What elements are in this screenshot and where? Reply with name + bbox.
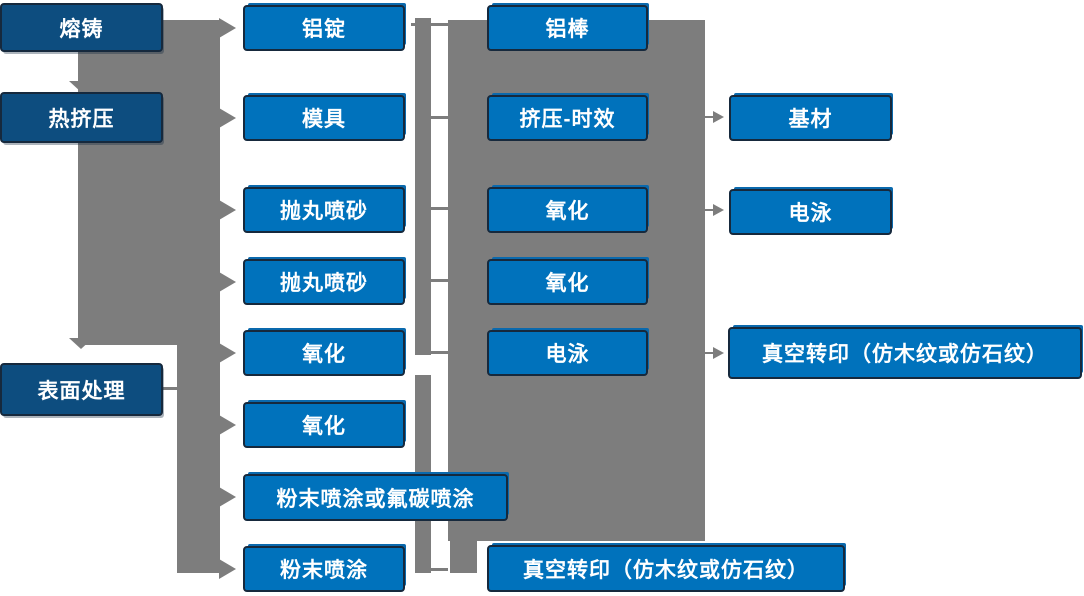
arrow-right-icon [713, 347, 724, 359]
arrow-right-icon [219, 108, 236, 128]
connector-band-left-main [78, 20, 220, 345]
arrow-right-icon [219, 200, 236, 220]
node-label: 抛丸喷砂 [280, 200, 368, 223]
arrow-right-icon [219, 272, 236, 292]
node-label: 电泳 [788, 202, 833, 225]
node-label: 基材 [788, 108, 833, 131]
arrow-down-icon [69, 338, 93, 349]
node-label: 氧化 [545, 200, 590, 223]
arrow-right-icon [219, 343, 236, 363]
node-oxidation-4: 氧化 [487, 259, 648, 305]
connector-band-left-lower [177, 345, 220, 573]
connector-band-center-extension [450, 541, 477, 573]
node-surface-treatment: 表面处理 [0, 363, 163, 416]
arrow-right-icon [713, 204, 724, 216]
node-melting-casting: 熔铸 [0, 3, 163, 52]
link-line-bottom-row [430, 568, 448, 571]
connector-bar-mid-upper [415, 18, 431, 355]
arrow-right-icon [219, 415, 236, 435]
link-line-row1 [411, 23, 448, 26]
link-line-surface-treatment [163, 387, 177, 390]
arrow-down-icon [69, 81, 93, 92]
node-extrusion-aging: 挤压-时效 [487, 95, 648, 141]
node-vacuum-transfer-printing-2: 真空转印（仿木纹或仿石纹） [728, 327, 1082, 379]
node-mold: 模具 [243, 95, 405, 141]
link-line-row4 [430, 279, 448, 282]
node-oxidation-1: 氧化 [243, 330, 405, 376]
node-label: 粉末喷涂或氟碳喷涂 [276, 487, 475, 511]
node-label: 表面处理 [37, 379, 126, 403]
node-label: 铝棒 [545, 18, 590, 41]
node-oxidation-2: 氧化 [243, 402, 405, 448]
node-label: 挤压-时效 [519, 108, 616, 131]
node-powder-coating: 粉末喷涂 [243, 546, 405, 592]
arrow-right-icon [219, 559, 236, 579]
node-label: 电泳 [545, 343, 590, 366]
arrow-right-icon [219, 18, 236, 38]
node-label: 热挤压 [48, 107, 115, 131]
node-label: 熔铸 [59, 17, 104, 41]
node-electrophoresis-2: 电泳 [729, 189, 892, 235]
node-label: 真空转印（仿木纹或仿石纹） [523, 558, 809, 582]
node-label: 氧化 [545, 272, 590, 295]
node-label: 粉末喷涂 [280, 559, 368, 582]
arrow-tail-line [704, 209, 714, 211]
node-base-material: 基材 [729, 95, 892, 141]
arrow-right-icon [219, 487, 236, 507]
node-electrophoresis-1: 电泳 [487, 330, 648, 376]
node-label: 氧化 [302, 415, 346, 438]
node-aluminum-rod: 铝棒 [487, 5, 648, 51]
node-label: 真空转印（仿木纹或仿石纹） [762, 343, 1048, 366]
node-shot-blasting-2: 抛丸喷砂 [243, 259, 405, 305]
node-aluminum-ingot: 铝锭 [243, 5, 405, 51]
node-label: 模具 [302, 108, 346, 131]
node-label: 氧化 [302, 343, 346, 366]
link-line-row5 [430, 351, 448, 354]
node-oxidation-3: 氧化 [487, 187, 648, 233]
arrow-tail-line [704, 352, 714, 354]
link-line-row3 [430, 207, 448, 210]
node-hot-extrusion: 热挤压 [0, 92, 163, 143]
arrow-right-icon [713, 111, 724, 123]
node-powder-or-fluorocarbon-coating: 粉末喷涂或氟碳喷涂 [243, 474, 508, 521]
node-label: 抛丸喷砂 [280, 272, 368, 295]
node-vacuum-transfer-printing-1: 真空转印（仿木纹或仿石纹） [487, 545, 845, 592]
link-line-row2 [430, 116, 448, 119]
node-label: 铝锭 [302, 18, 346, 41]
node-shot-blasting-1: 抛丸喷砂 [243, 187, 405, 233]
arrow-tail-line [704, 116, 714, 118]
